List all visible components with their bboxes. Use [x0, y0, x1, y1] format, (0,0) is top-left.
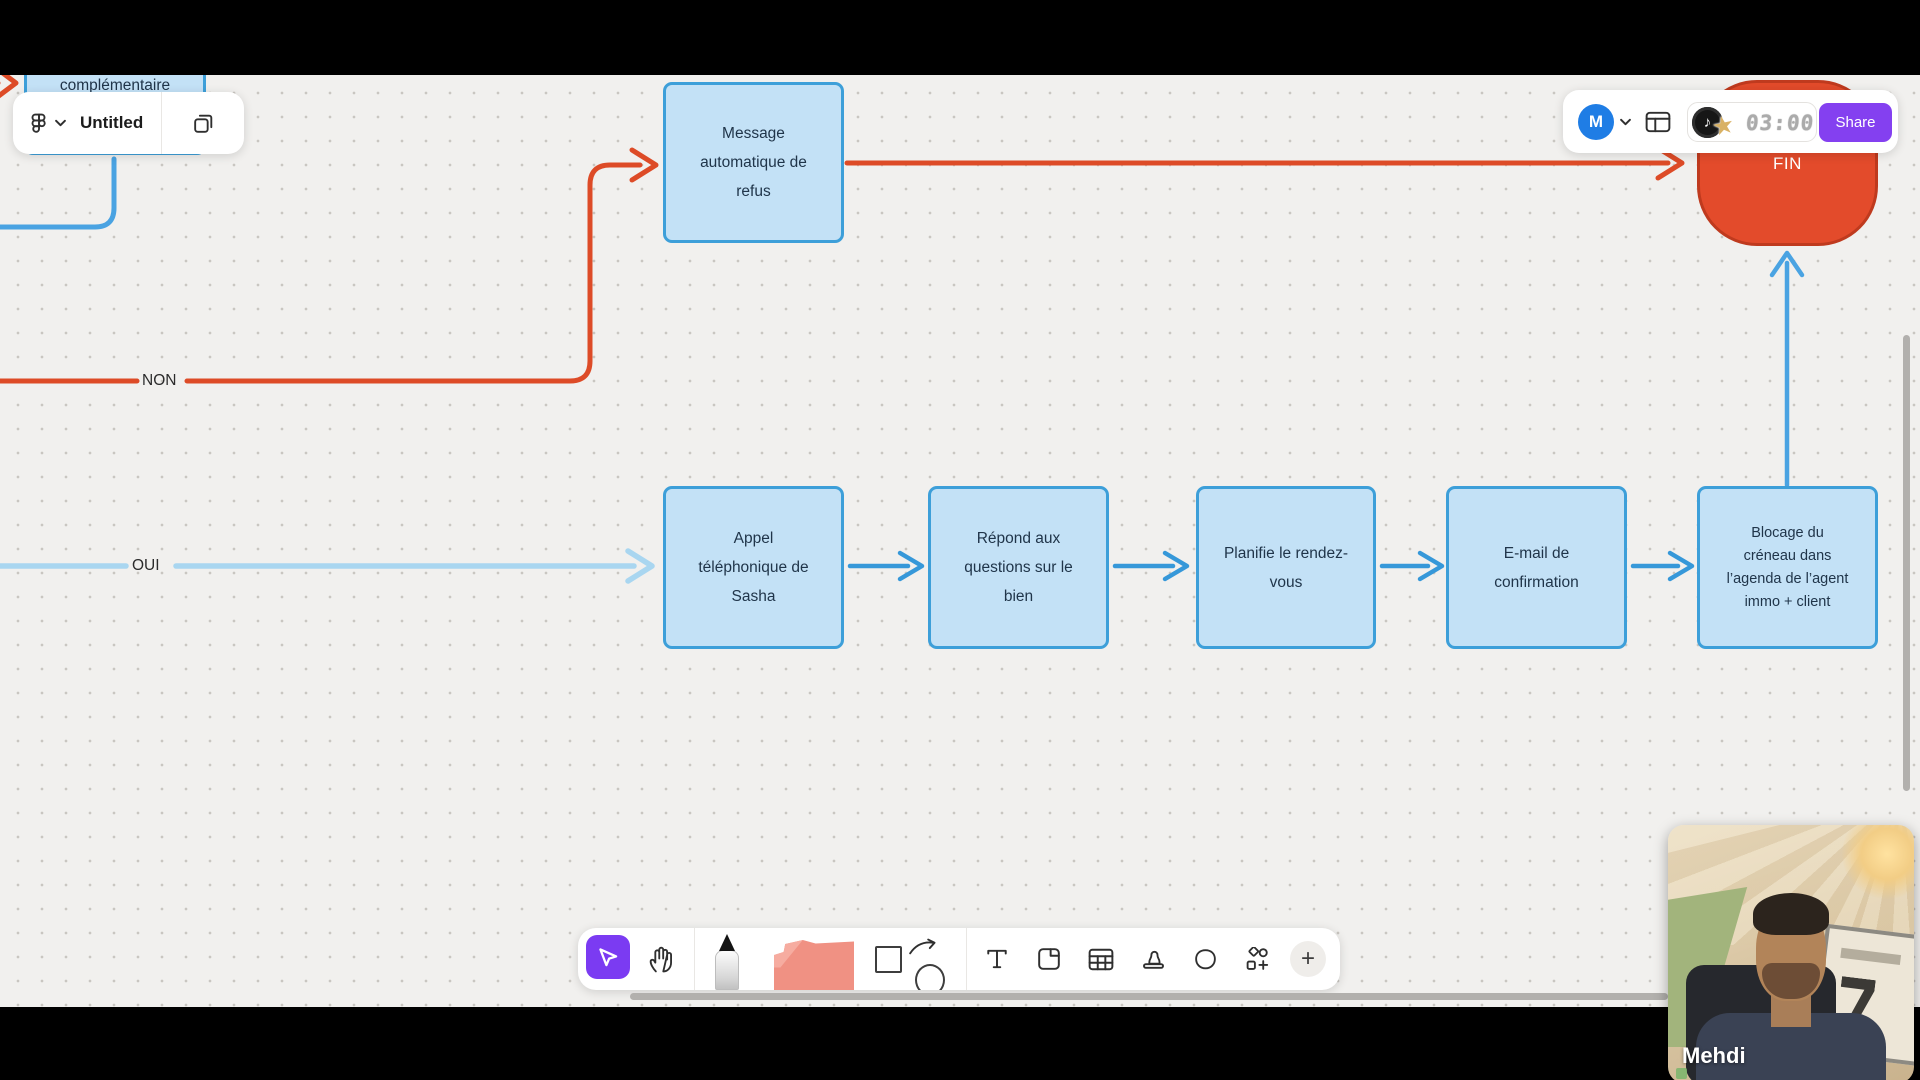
flow-node-label: E-mail de confirmation	[1494, 544, 1579, 591]
text-icon	[987, 949, 1007, 969]
connector-appel-repond[interactable]	[847, 550, 925, 582]
letterbox-bottom	[0, 1007, 1920, 1080]
whiteboard-canvas[interactable]: complémentaire Message automatique de re…	[0, 75, 1920, 1007]
chevron-down-icon	[55, 119, 66, 127]
document-title[interactable]: Untitled	[80, 113, 144, 132]
edge-label-non[interactable]: NON	[142, 372, 177, 389]
connector-repond-planifie[interactable]	[1112, 550, 1190, 582]
timer-value: 03:00	[1744, 110, 1816, 135]
connector-refus-fin[interactable]	[844, 145, 1685, 181]
flow-node-label: FIN	[1773, 153, 1802, 173]
curved-arrow-icon	[909, 938, 936, 955]
connector-red-stub[interactable]	[0, 75, 19, 99]
horizontal-scrollbar[interactable]	[630, 993, 1668, 1000]
share-button[interactable]: Share	[1819, 103, 1892, 142]
stamp-tool-button[interactable]	[1130, 928, 1176, 990]
comment-bubble-tool-button[interactable]	[1182, 928, 1228, 990]
sticky-note-tool-button[interactable]	[774, 940, 854, 990]
document-header: Untitled	[13, 92, 244, 154]
edge-label-oui[interactable]: OUI	[132, 557, 160, 574]
flow-node-appel[interactable]: Appel téléphonique de Sasha	[663, 486, 844, 649]
flow-node-email[interactable]: E-mail de confirmation	[1446, 486, 1627, 649]
connector-email-blocage[interactable]	[1630, 550, 1695, 582]
toolbar-divider	[694, 928, 695, 990]
webcam-name-label: Mehdi	[1682, 1043, 1746, 1068]
flow-node-label: Message automatique de refus	[700, 125, 807, 200]
table-tool-button[interactable]	[1078, 928, 1124, 990]
boards-button[interactable]	[162, 111, 244, 136]
hand-tool-button[interactable]	[634, 928, 686, 990]
section-tool-button[interactable]	[1026, 928, 1072, 990]
marker-tip-icon	[719, 934, 735, 951]
star-sticker-icon: ★	[1709, 109, 1738, 142]
connector-non[interactable]	[0, 147, 659, 384]
connector-partial-left[interactable]	[0, 156, 117, 230]
flow-node-blocage[interactable]: Blocage du créneau dans l’agenda de l’ag…	[1697, 486, 1878, 649]
select-tool-button[interactable]	[586, 935, 630, 979]
music-disc-icon: ♪	[1692, 106, 1723, 138]
flow-node-repond[interactable]: Répond aux questions sur le bien	[928, 486, 1109, 649]
webcam-person-beard	[1762, 963, 1820, 999]
layout-panel-button[interactable]	[1645, 111, 1671, 133]
connectors-layer	[0, 75, 1805, 584]
flow-node-label: Répond aux questions sur le bien	[964, 530, 1073, 605]
connector-planifie-email[interactable]	[1379, 550, 1445, 582]
webcam-badge-icon	[1676, 1068, 1687, 1079]
avatar-chevron-down-icon[interactable]	[1620, 118, 1631, 126]
connector-oui[interactable]	[0, 548, 655, 584]
figma-logo-icon	[31, 113, 46, 133]
collaboration-header: M ♪ ★ 03:00 Share	[1563, 90, 1898, 153]
flow-node-label: Blocage du créneau dans l’agenda de l’ag…	[1726, 524, 1849, 610]
toolbar: +	[578, 928, 1340, 990]
more-shapes-icon	[1246, 946, 1268, 970]
avatar[interactable]: M	[1578, 103, 1614, 140]
text-tool-button[interactable]	[974, 928, 1020, 990]
letterbox-top	[0, 0, 1920, 75]
toolbar-divider	[966, 928, 967, 990]
flow-node-label: Appel téléphonique de Sasha	[698, 530, 809, 605]
cursor-icon	[599, 948, 618, 967]
hand-icon	[649, 946, 672, 972]
flow-node-planifie[interactable]: Planifie le rendez- vous	[1196, 486, 1376, 649]
speech-bubble-icon	[1194, 948, 1216, 969]
flow-node-refus[interactable]: Message automatique de refus	[663, 82, 844, 243]
add-tool-button[interactable]: +	[1290, 941, 1326, 977]
more-tools-button[interactable]	[1234, 928, 1280, 990]
stamp-icon	[1142, 950, 1164, 969]
webcam-person-hair	[1753, 893, 1829, 935]
webcam-overlay[interactable]: Mehdi	[1668, 825, 1914, 1080]
figma-menu-button[interactable]	[28, 112, 66, 134]
timer-widget[interactable]: ♪ ★ 03:00	[1687, 101, 1817, 142]
circle-shape-icon	[915, 964, 945, 990]
square-shape-icon	[875, 946, 902, 973]
flow-node-label: complémentaire	[59, 77, 171, 94]
vertical-scrollbar[interactable]	[1903, 335, 1910, 791]
header-divider	[161, 92, 163, 154]
flow-node-label: Planifie le rendez- vous	[1223, 544, 1349, 591]
connector-blocage-fin[interactable]	[1769, 250, 1805, 488]
table-icon	[1088, 948, 1114, 970]
layout-panel-icon	[1645, 111, 1671, 132]
boards-icon	[193, 114, 212, 133]
marker-icon	[715, 950, 739, 990]
section-icon	[1038, 948, 1060, 970]
